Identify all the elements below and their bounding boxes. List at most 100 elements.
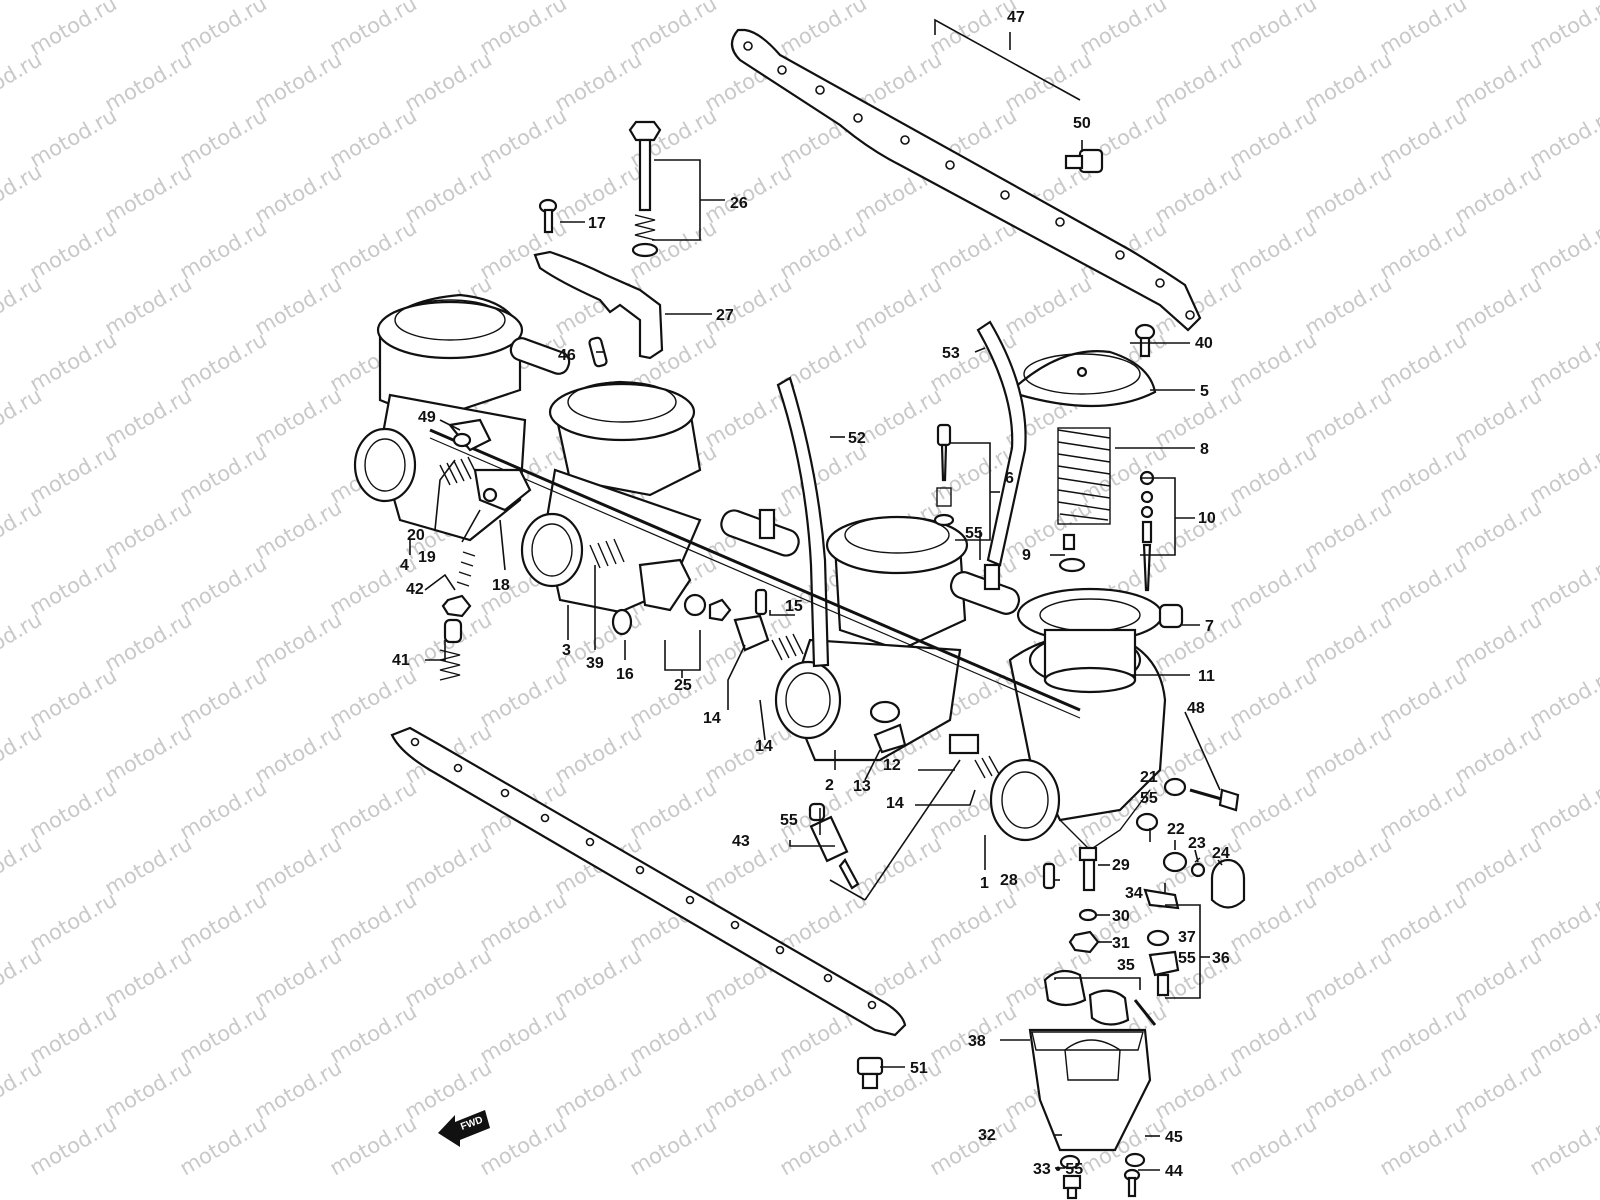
watermark-text: motod.ru bbox=[1151, 719, 1246, 788]
part-52-holes bbox=[410, 737, 877, 1010]
watermark-text: motod.ru bbox=[1526, 327, 1600, 396]
watermark-text: motod.ru bbox=[26, 103, 121, 172]
watermark-text: motod.ru bbox=[0, 159, 46, 228]
part-9-needle-retainer bbox=[1058, 533, 1086, 573]
callout-30: 29 bbox=[1112, 857, 1130, 874]
part-32-nut bbox=[1068, 930, 1100, 954]
watermark-text: motod.ru bbox=[176, 103, 271, 172]
watermark-text: motod.ru bbox=[851, 831, 946, 900]
watermark-text: motod.ru bbox=[176, 215, 271, 284]
watermark-text: motod.ru bbox=[401, 47, 496, 116]
callout-10: 10 bbox=[1198, 510, 1216, 527]
watermark-text: motod.ru bbox=[1376, 0, 1471, 60]
watermark-text: motod.ru bbox=[1526, 663, 1600, 732]
callout-53: 52 bbox=[848, 430, 866, 447]
watermark-text: motod.ru bbox=[101, 607, 196, 676]
part-38-oring bbox=[1146, 929, 1170, 947]
watermark-text: motod.ru bbox=[476, 887, 571, 956]
watermark-text: motod.ru bbox=[1526, 103, 1600, 172]
part-28-bracket bbox=[533, 250, 664, 360]
watermark-text: motod.ru bbox=[776, 215, 871, 284]
watermark-text: motod.ru bbox=[626, 1111, 721, 1180]
callout-14-lower: 14 bbox=[886, 795, 904, 812]
watermark-text: motod.ru bbox=[326, 775, 421, 844]
watermark-text: motod.ru bbox=[626, 0, 721, 60]
callout-33-55: 32 bbox=[978, 1127, 996, 1144]
watermark-text: motod.ru bbox=[1526, 215, 1600, 284]
part-48-top-plate bbox=[730, 28, 1202, 332]
callout-11: 11 bbox=[1198, 668, 1215, 685]
callout-45: 44 bbox=[1165, 1163, 1183, 1180]
watermark-text: motod.ru bbox=[101, 383, 196, 452]
watermark-text: motod.ru bbox=[0, 943, 46, 1012]
part-6-pilot-needle bbox=[933, 423, 955, 527]
watermark-text: motod.ru bbox=[26, 663, 121, 732]
callout-26: 25 bbox=[674, 677, 692, 694]
watermark-text: motod.ru bbox=[1526, 887, 1600, 956]
callout-34: 33 • 55 bbox=[1033, 1161, 1083, 1178]
part-23-washer bbox=[1162, 851, 1188, 873]
watermark-text: motod.ru bbox=[0, 831, 46, 900]
watermark-text: motod.ru bbox=[251, 383, 346, 452]
watermark-text: motod.ru bbox=[251, 943, 346, 1012]
watermark-text: motod.ru bbox=[26, 999, 121, 1068]
watermark-text: motod.ru bbox=[26, 887, 121, 956]
watermark-text: motod.ru bbox=[251, 1055, 346, 1124]
part-20-lever bbox=[473, 468, 532, 512]
part-41-screw bbox=[1134, 323, 1156, 358]
callout-6: 6 bbox=[1005, 470, 1014, 487]
callout-47: 46 bbox=[558, 347, 576, 364]
part-30-jet bbox=[1078, 846, 1098, 892]
part-37-float-valve bbox=[1148, 950, 1180, 997]
watermark-text: motod.ru bbox=[776, 0, 871, 60]
watermark-text: motod.ru bbox=[251, 719, 346, 788]
watermark-text: motod.ru bbox=[101, 495, 196, 564]
watermark-text: motod.ru bbox=[0, 1055, 46, 1124]
part-25-cap bbox=[1210, 858, 1246, 909]
watermark-text: motod.ru bbox=[1301, 1055, 1396, 1124]
watermark-text: motod.ru bbox=[1376, 215, 1471, 284]
watermark-text: motod.ru bbox=[476, 0, 571, 60]
callout-49: 48 bbox=[1187, 700, 1205, 717]
watermark-text: motod.ru bbox=[1376, 775, 1471, 844]
callout-21: 20 bbox=[407, 527, 425, 544]
part-43-spring bbox=[456, 551, 476, 587]
watermark-text: motod.ru bbox=[26, 0, 121, 60]
part-12-link bbox=[948, 733, 1000, 779]
callout-17: 16 bbox=[616, 666, 634, 683]
watermark-text: motod.ru bbox=[1526, 0, 1600, 60]
watermark-text: motod.ru bbox=[0, 719, 46, 788]
callout-19: 18 bbox=[492, 577, 510, 594]
callout-55-bowl: 55 bbox=[1178, 950, 1196, 967]
callout-5: 5 bbox=[1200, 383, 1209, 400]
watermark-text: motod.ru bbox=[551, 1055, 646, 1124]
watermark-text: motod.ru bbox=[1076, 439, 1171, 508]
part-36-float bbox=[1043, 969, 1157, 1026]
watermark-text: motod.ru bbox=[26, 551, 121, 620]
callout-50: 49 bbox=[418, 409, 436, 426]
callout-7: 7 bbox=[1205, 618, 1214, 635]
part-35-bracket bbox=[1143, 888, 1180, 910]
watermark-text: motod.ru bbox=[1226, 775, 1321, 844]
watermark-text: motod.ru bbox=[1451, 719, 1546, 788]
watermark-text: motod.ru bbox=[251, 607, 346, 676]
leader-lines bbox=[409, 18, 1223, 1171]
watermark-text: motod.ru bbox=[1301, 271, 1396, 340]
part-10-jet-needle bbox=[1139, 470, 1155, 592]
part-51-bolt bbox=[1064, 148, 1104, 174]
watermark-text: motod.ru bbox=[1301, 607, 1396, 676]
watermark-text: motod.ru bbox=[326, 999, 421, 1068]
watermark-text: motod.ru bbox=[1451, 943, 1546, 1012]
callout-1: 1 bbox=[980, 875, 989, 892]
watermark-text: motod.ru bbox=[476, 663, 571, 732]
watermark-text: motod.ru bbox=[551, 719, 646, 788]
watermark-text: motod.ru bbox=[176, 1111, 271, 1180]
watermark-text: motod.ru bbox=[1376, 663, 1471, 732]
watermark-text: motod.ru bbox=[1526, 439, 1600, 508]
watermark-text: motod.ru bbox=[326, 663, 421, 732]
watermark-text: motod.ru bbox=[1301, 719, 1396, 788]
watermark-text: motod.ru bbox=[776, 439, 871, 508]
callout-24: 23 bbox=[1188, 835, 1206, 852]
watermark-text: motod.ru bbox=[0, 47, 46, 116]
